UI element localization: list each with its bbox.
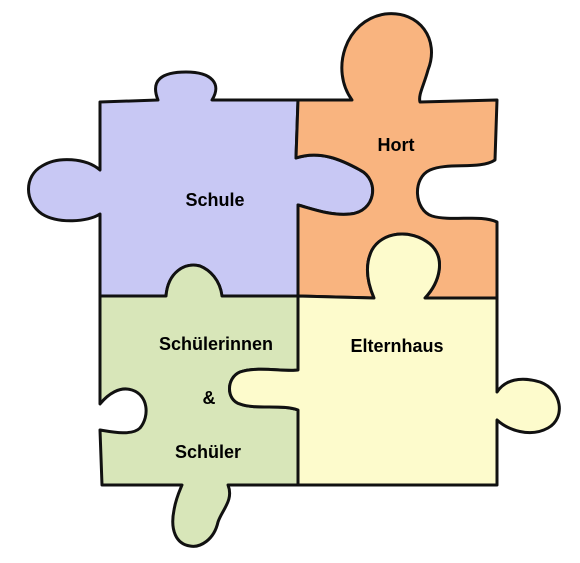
label-schueler-line1: Schülerinnen [159,335,273,353]
label-schule: Schule [185,191,244,209]
label-hort: Hort [378,136,415,154]
label-schueler-line3: Schüler [175,443,241,461]
label-schueler-line2: & [203,389,216,407]
label-elternhaus: Elternhaus [350,337,443,355]
